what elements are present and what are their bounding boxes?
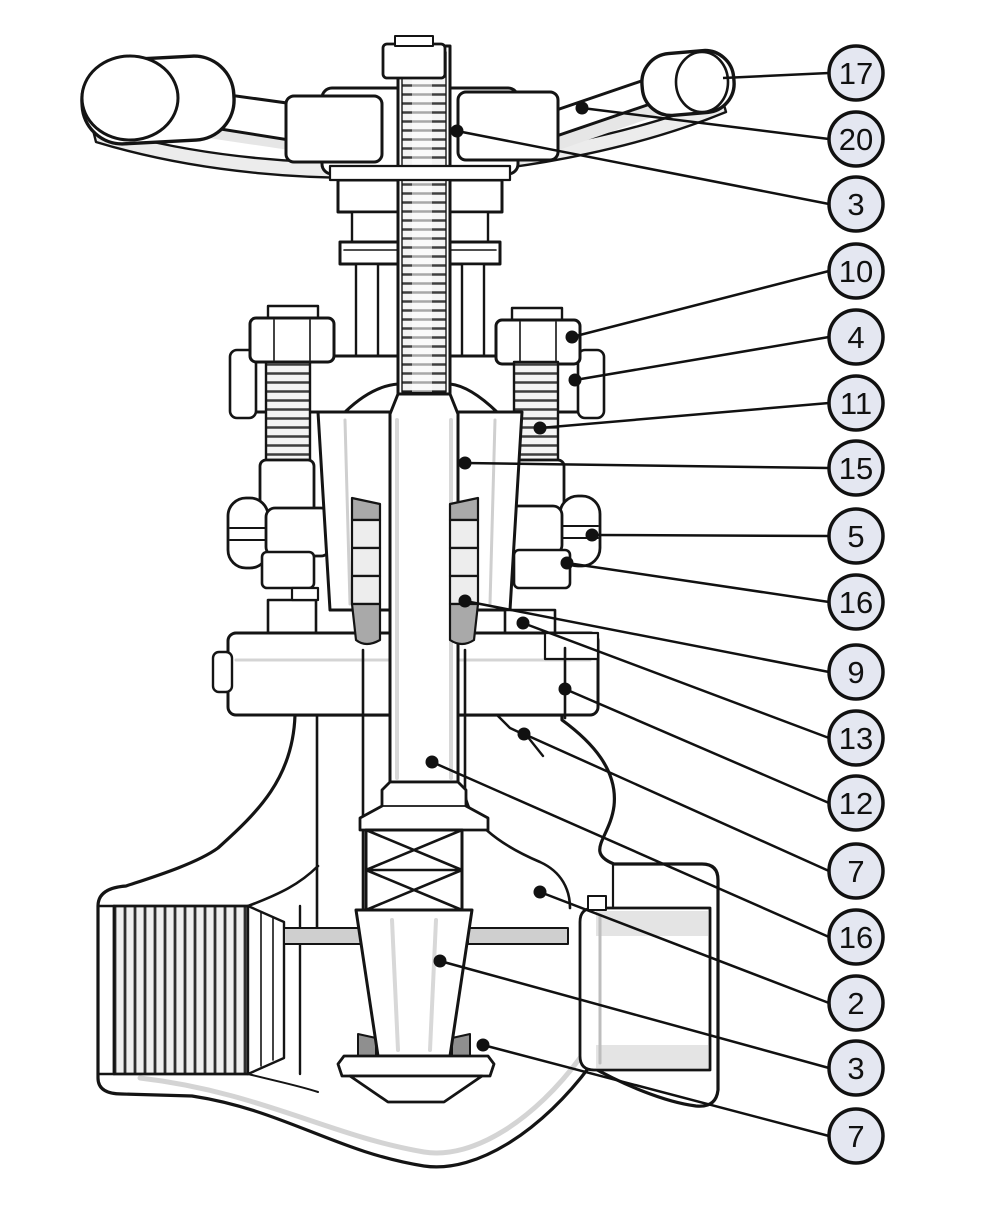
leader-dot [450, 124, 464, 138]
leader-dot [575, 101, 589, 115]
leader-line [564, 687, 830, 805]
callout-badge: 4 [827, 308, 885, 366]
leader-dot [558, 682, 572, 696]
leader-lines [431, 71, 830, 1138]
svg-text:10: 10 [839, 254, 873, 289]
svg-text:7: 7 [847, 1119, 864, 1154]
stem [381, 35, 460, 784]
leader-dot [458, 594, 472, 608]
leader-line [722, 71, 830, 80]
leader-line [539, 890, 830, 1005]
svg-text:16: 16 [839, 920, 873, 955]
leader-dot [433, 954, 447, 968]
svg-text:16: 16 [839, 585, 873, 620]
svg-text:15: 15 [839, 451, 873, 486]
leader-dots [425, 101, 599, 1052]
leader-line [581, 106, 830, 141]
wedge-assembly [336, 780, 496, 1104]
leader-dot [458, 456, 472, 470]
leader-line [539, 401, 830, 430]
leader-dot [585, 528, 599, 542]
leader-line [591, 533, 830, 538]
svg-text:20: 20 [839, 122, 873, 157]
leader-dot [568, 373, 582, 387]
leader-line [431, 760, 830, 939]
handwheel-grip-right [640, 48, 736, 118]
svg-text:17: 17 [839, 56, 873, 91]
callout-badge: 2 [827, 974, 885, 1032]
leader-line [482, 1043, 830, 1138]
valve-cross-section-drawing [80, 35, 736, 1169]
svg-text:11: 11 [840, 386, 872, 421]
svg-text:3: 3 [847, 187, 864, 222]
svg-text:9: 9 [847, 655, 864, 690]
callout-badge: 15 [827, 439, 885, 497]
leader-line [566, 561, 830, 604]
callout-badge: 9 [827, 643, 885, 701]
leader-dot [533, 885, 547, 899]
leader-dot [560, 556, 574, 570]
callout-badge: 3 [827, 1039, 885, 1097]
leader-line [439, 959, 830, 1070]
svg-text:7: 7 [847, 854, 864, 889]
leader-dot [425, 755, 439, 769]
packing-rings [350, 496, 480, 646]
svg-text:12: 12 [839, 786, 873, 821]
callout-badge: 17 [827, 44, 885, 102]
callout-badge: 10 [827, 242, 885, 300]
callout-badge: 12 [827, 774, 885, 832]
leader-line [522, 621, 830, 740]
callout-badge: 11 [827, 374, 885, 432]
callout-badge: 3 [827, 175, 885, 233]
svg-text:2: 2 [847, 986, 864, 1021]
callout-badge: 7 [827, 1107, 885, 1165]
callout-badge: 5 [827, 507, 885, 565]
leader-line [456, 129, 830, 206]
svg-text:13: 13 [839, 721, 873, 756]
leader-line [523, 732, 830, 873]
leader-line [464, 461, 830, 470]
callout-badge: 16 [827, 908, 885, 966]
callout-badge: 16 [827, 573, 885, 631]
leader-line [571, 269, 830, 339]
svg-text:3: 3 [847, 1051, 864, 1086]
callout-badges: 17 20 3 10 4 11 15 5 [827, 44, 885, 1165]
bonnet-stud-left [226, 304, 336, 590]
leader-dot [533, 421, 547, 435]
callout-badge: 13 [827, 709, 885, 767]
leader-dot [565, 330, 579, 344]
handwheel-grip-left [80, 54, 236, 146]
callout-badge: 20 [827, 110, 885, 168]
leader-dot [476, 1038, 490, 1052]
leader-line [574, 335, 830, 382]
svg-text:5: 5 [847, 519, 864, 554]
leader-line [464, 599, 830, 674]
leader-dot [517, 727, 531, 741]
callout-badge: 7 [827, 842, 885, 900]
leader-dot [516, 616, 530, 630]
svg-text:4: 4 [847, 320, 864, 355]
